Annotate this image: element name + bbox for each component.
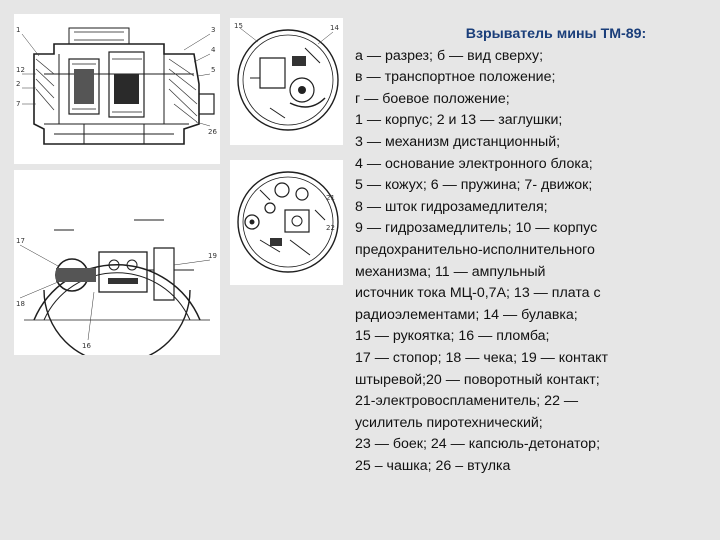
- legend-line: усилитель пиротехнический;: [355, 414, 543, 431]
- svg-text:21: 21: [326, 194, 335, 202]
- fuze-transport-position-drawing: 17 18 16 19: [16, 219, 217, 355]
- legend-line: штыревой;20 — поворотный контакт;: [355, 371, 600, 388]
- svg-text:5: 5: [211, 66, 215, 74]
- legend-line: 9 — гидрозамедлитель; 10 — корпус: [355, 220, 598, 237]
- legend-line: 8 — шток гидрозамедлителя;: [355, 198, 548, 215]
- legend-line: 21-электровоспламенитель; 22 —: [355, 393, 579, 410]
- legend-line: радиоэлементами; 14 — булавка;: [355, 306, 578, 323]
- fuze-combat-position-drawing: 21 22: [237, 171, 339, 273]
- legend: Взрыватель мины ТМ-89: а — разрез; б — в…: [355, 24, 705, 477]
- svg-text:16: 16: [82, 342, 91, 350]
- legend-line: 3 — механизм дистанционный;: [355, 133, 561, 150]
- legend-line: предохранительно-исполнительного: [355, 241, 595, 258]
- legend-line: 25 – чашка; 26 – втулка: [355, 457, 511, 474]
- svg-text:19: 19: [208, 252, 217, 260]
- legend-title: Взрыватель мины ТМ-89:: [465, 26, 647, 42]
- legend-line: механизма; 11 — ампульный: [355, 263, 546, 280]
- legend-line: источник тока МЦ-0,7А; 13 — плата с: [355, 285, 601, 302]
- legend-line: 17 — стопор; 18 — чека; 19 — контакт: [355, 349, 608, 366]
- svg-text:18: 18: [16, 300, 25, 308]
- fuze-top-view-drawing: 15 14: [234, 22, 339, 131]
- legend-line: г — боевое положение;: [355, 90, 510, 107]
- legend-line: 23 — боек; 24 — капсюль-детонатор;: [355, 436, 601, 453]
- svg-text:2: 2: [16, 80, 20, 88]
- figure-panel-a-section: 1 12 2 7 3 4 5 26: [14, 14, 220, 164]
- legend-line: 15 — рукоятка; 16 — пломба;: [355, 328, 550, 345]
- legend-line: 1 — корпус; 2 и 13 — заглушки;: [355, 112, 563, 129]
- svg-text:14: 14: [330, 24, 339, 32]
- figure-panel-b-top-view: 15 14: [230, 18, 343, 145]
- svg-text:1: 1: [16, 26, 20, 34]
- legend-line: а — разрез; б — вид сверху;: [355, 47, 544, 64]
- svg-text:26: 26: [208, 128, 217, 136]
- fuze-section-drawing: 1 12 2 7 3 4 5 26: [16, 26, 217, 145]
- figure-panel-v-transport-position: 17 18 16 19: [14, 170, 220, 355]
- legend-line: в — транспортное положение;: [355, 69, 556, 86]
- svg-text:4: 4: [211, 46, 216, 54]
- svg-text:17: 17: [16, 237, 25, 245]
- svg-text:15: 15: [234, 22, 243, 30]
- svg-text:12: 12: [16, 66, 25, 74]
- legend-line: 5 — кожух; 6 — пружина; 7- движок;: [355, 177, 593, 194]
- legend-line: 4 — основание электронного блока;: [355, 155, 593, 172]
- figure-panel-g-combat-position: 21 22: [230, 160, 343, 285]
- svg-text:7: 7: [16, 100, 20, 108]
- svg-text:22: 22: [326, 224, 335, 232]
- svg-text:3: 3: [211, 26, 215, 34]
